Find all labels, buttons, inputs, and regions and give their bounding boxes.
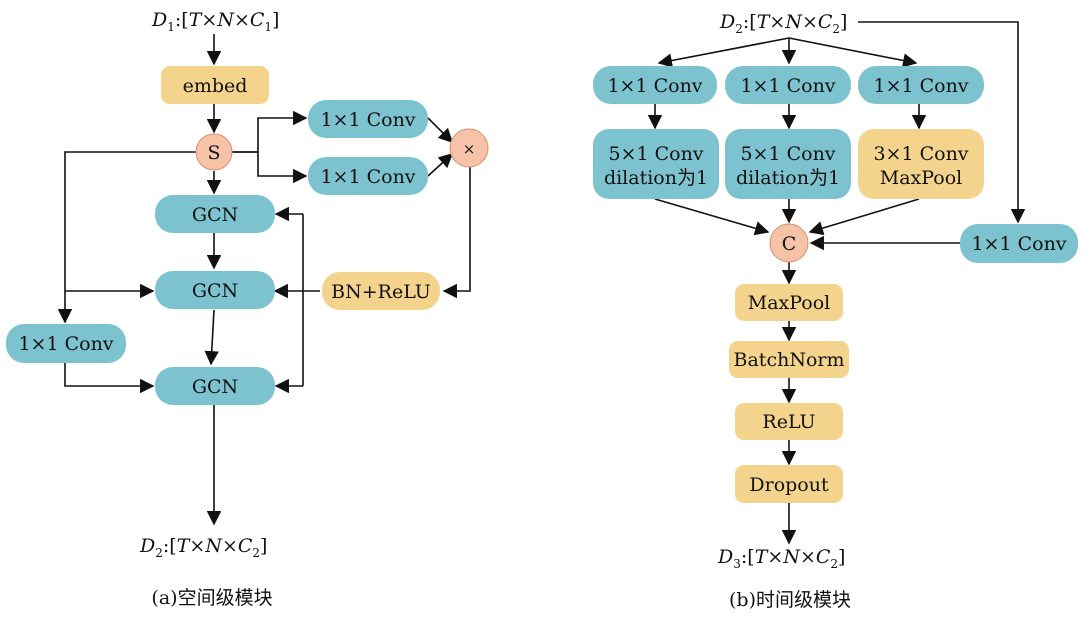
conv-bottom-box — [308, 157, 428, 195]
bnrelu-label: BN+ReLU — [331, 281, 431, 303]
arrow-input-conv-skip — [858, 21, 1026, 224]
branch-b-line2: dilation为1 — [736, 167, 840, 189]
s-node-label: S — [207, 142, 220, 164]
dropout-box — [735, 465, 843, 503]
mult-node-label: × — [463, 140, 476, 158]
conv-side-box — [6, 324, 126, 363]
arrow-input-conv-c — [788, 37, 918, 68]
temporal-module: D2:[T×N×C2] 1×1 Conv 1×1 Conv 1×1 Conv — [593, 11, 1078, 611]
right-output-label: D3:[T×N×C2] — [717, 546, 845, 571]
conv-b-box — [725, 66, 851, 104]
s-node — [195, 133, 233, 171]
conv-c-box — [858, 66, 984, 104]
batchnorm-label: BatchNorm — [734, 349, 845, 371]
spatial-module: D1:[T×N×C1] embed S 1×1 Conv — [6, 9, 489, 609]
maxpool-label: MaxPool — [748, 292, 830, 314]
gcn3-box — [155, 367, 275, 405]
conv-bottom-label: 1×1 Conv — [320, 166, 415, 188]
conv-side-label: 1×1 Conv — [18, 333, 113, 355]
embed-box — [161, 66, 269, 104]
branch-b-box — [725, 129, 851, 199]
c-node — [769, 223, 809, 263]
arrow-conv-top-mult — [427, 117, 454, 144]
relu-box — [735, 403, 843, 440]
conv-top-box — [308, 100, 428, 138]
maxpool-box — [735, 284, 843, 321]
branch-a-line1: 5×1 Conv — [608, 143, 703, 165]
arrow-branch-c-c — [808, 198, 920, 236]
arrow-conv-side-gcn3 — [64, 363, 155, 394]
c-node-label: C — [782, 233, 797, 255]
branch-a-line2: dilation为1 — [604, 167, 708, 189]
conv-a-label: 1×1 Conv — [607, 75, 702, 97]
branch-c-box — [858, 129, 984, 199]
gcn3-label: GCN — [192, 376, 238, 398]
gcn2-box — [155, 271, 275, 309]
batchnorm-box — [729, 341, 849, 378]
arrow-input-conv-a — [657, 37, 790, 68]
conv-a-box — [593, 66, 717, 104]
conv-skip-box — [960, 224, 1078, 263]
gcn1-box — [155, 195, 275, 233]
gcn2-label: GCN — [192, 280, 238, 302]
gcn1-label: GCN — [192, 204, 238, 226]
conv-skip-label: 1×1 Conv — [971, 233, 1066, 255]
left-output-label: D2:[T×N×C2] — [139, 535, 267, 560]
left-caption: (a)空间级模块 — [151, 587, 272, 609]
mult-node — [449, 128, 489, 168]
dropout-label: Dropout — [749, 474, 829, 496]
branch-a-box — [593, 129, 719, 199]
branch-c-line2: MaxPool — [880, 167, 962, 189]
right-caption: (b)时间级模块 — [729, 589, 851, 611]
left-input-label: D1:[T×N×C1] — [151, 9, 279, 34]
conv-top-label: 1×1 Conv — [320, 109, 415, 131]
right-input-label: D2:[T×N×C2] — [719, 11, 847, 36]
arrow-mult-bnrelu — [442, 166, 471, 299]
conv-b-label: 1×1 Conv — [740, 75, 835, 97]
conv-c-label: 1×1 Conv — [873, 75, 968, 97]
branch-c-line1: 3×1 Conv — [873, 143, 968, 165]
arrow-branch-a-c — [654, 198, 770, 236]
arrow-s-conv-bottom — [232, 151, 308, 184]
arrow-s-conv-side — [57, 151, 196, 324]
arrow-gcn2-gcn3 — [204, 309, 219, 366]
arrow-s-conv-top — [232, 110, 308, 153]
arrow-conv-bottom-mult — [427, 153, 454, 177]
bnrelu-box — [322, 272, 440, 310]
branch-b-line1: 5×1 Conv — [740, 143, 835, 165]
embed-label: embed — [183, 75, 248, 97]
relu-label: ReLU — [762, 411, 815, 433]
